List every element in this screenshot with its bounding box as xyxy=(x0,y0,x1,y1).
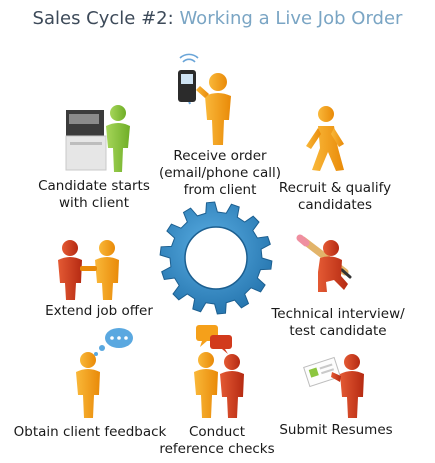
title-part1: Sales Cycle #2: xyxy=(32,8,174,29)
step-technical-interview-line1: Technical interview/ xyxy=(271,306,405,322)
step-recruit: Recruit & qualify candidates xyxy=(270,180,400,214)
person-with-phone-icon xyxy=(178,53,231,145)
diagram-title: Sales Cycle #2: Working a Live Job Order xyxy=(0,8,435,29)
step-candidate-starts: Candidate starts with client xyxy=(26,178,162,212)
step-technical-interview: Technical interview/ test candidate xyxy=(258,306,418,340)
person-at-copier-icon xyxy=(65,105,130,172)
step-reference-checks-line1: Conduct xyxy=(188,424,246,440)
two-people-talking-icon xyxy=(194,325,244,418)
handshake-icon xyxy=(58,240,119,300)
step-candidate-starts-line1: Candidate starts xyxy=(38,178,150,194)
step-recruit-line2: candidates xyxy=(297,197,373,213)
step-receive-order-line2: (email/phone call) xyxy=(158,165,282,181)
step-receive-order-line1: Receive order xyxy=(173,148,267,164)
step-receive-order-line3: from client xyxy=(183,182,257,198)
person-with-document-icon xyxy=(303,354,364,418)
step-candidate-starts-line2: with client xyxy=(58,195,129,211)
step-submit-resumes: Submit Resumes xyxy=(266,422,406,439)
step-extend-offer: Extend job offer xyxy=(34,303,164,320)
kneeling-person-with-pencil-icon xyxy=(296,234,352,292)
step-submit-resumes-line1: Submit Resumes xyxy=(279,422,393,438)
step-extend-offer-line1: Extend job offer xyxy=(45,303,153,319)
step-obtain-feedback-line1: Obtain client feedback xyxy=(13,424,167,440)
step-receive-order: Receive order (email/phone call) from cl… xyxy=(158,148,282,199)
gear-icon xyxy=(159,201,273,315)
step-reference-checks: Conduct reference checks xyxy=(150,424,284,458)
step-obtain-feedback: Obtain client feedback xyxy=(6,424,174,441)
step-recruit-line1: Recruit & qualify xyxy=(278,180,392,196)
title-part2: Working a Live Job Order xyxy=(179,8,403,29)
step-technical-interview-line2: test candidate xyxy=(289,323,387,339)
walking-person-icon xyxy=(306,106,344,171)
step-reference-checks-line2: reference checks xyxy=(159,441,275,457)
person-with-thought-bubble-icon xyxy=(76,328,133,418)
